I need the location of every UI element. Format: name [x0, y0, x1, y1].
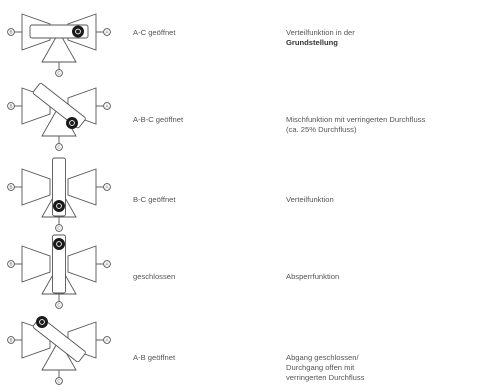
- port-label-a: A: [105, 104, 108, 109]
- valve-row-4: B A C geschlossen Absperrfunktion: [0, 234, 504, 312]
- port-label-c: C: [57, 303, 61, 308]
- port-label-c: C: [57, 226, 61, 231]
- valve-state-label: geschlossen: [133, 272, 176, 281]
- port-label-a: A: [105, 262, 108, 267]
- valve-row-2: B A C A-B-C geöffnet Mischfunktion mit v…: [0, 78, 504, 156]
- valve-state-label: A-C geöffnet: [133, 28, 176, 37]
- valve-function-description: Mischfunktion mit verringerten Durchflus…: [286, 115, 426, 134]
- valve-diagram-b-c-open-icon: B A C: [7, 157, 111, 232]
- bold-term: Grundstellung: [286, 38, 338, 47]
- valve-diagram-a-b-c-open-icon: B A C: [7, 82, 111, 151]
- port-label-c: C: [57, 145, 61, 150]
- valve-function-description: Verteilfunktion in der Grundstellung: [286, 28, 355, 47]
- valve-function-description: Absperrfunktion: [286, 272, 340, 281]
- valve-diagram-a-b-open-icon: B A C: [7, 316, 111, 385]
- valve-diagram-a-c-open-icon: B A C: [7, 13, 111, 77]
- port-label-c: C: [57, 71, 61, 76]
- valve-diagram-closed-icon: B A C: [7, 234, 111, 309]
- valve-state-label: A-B geöffnet: [133, 353, 176, 362]
- port-label-c: C: [57, 379, 61, 384]
- valve-row-3: B A C B-C geöffnet Verteilfunktion: [0, 156, 504, 234]
- port-label-a: A: [105, 338, 108, 343]
- port-label-a: A: [105, 30, 108, 35]
- valve-row-1: B A C A-C geöffnet Verteilfunktion in de…: [0, 0, 504, 78]
- port-label-b: B: [9, 262, 12, 267]
- valve-function-description: Verteilfunktion: [286, 195, 334, 204]
- port-label-b: B: [9, 30, 12, 35]
- port-label-a: A: [105, 185, 108, 190]
- port-label-b: B: [9, 338, 12, 343]
- valve-row-5: B A C A-B geöffnet Abgang geschlossen/ D…: [0, 312, 504, 390]
- valve-state-label: A-B-C geöffnet: [133, 115, 184, 124]
- port-label-b: B: [9, 104, 12, 109]
- valve-state-label: B-C geöffnet: [133, 195, 176, 204]
- valve-function-description: Abgang geschlossen/ Durchgang offen mit …: [286, 353, 365, 382]
- port-label-b: B: [9, 185, 12, 190]
